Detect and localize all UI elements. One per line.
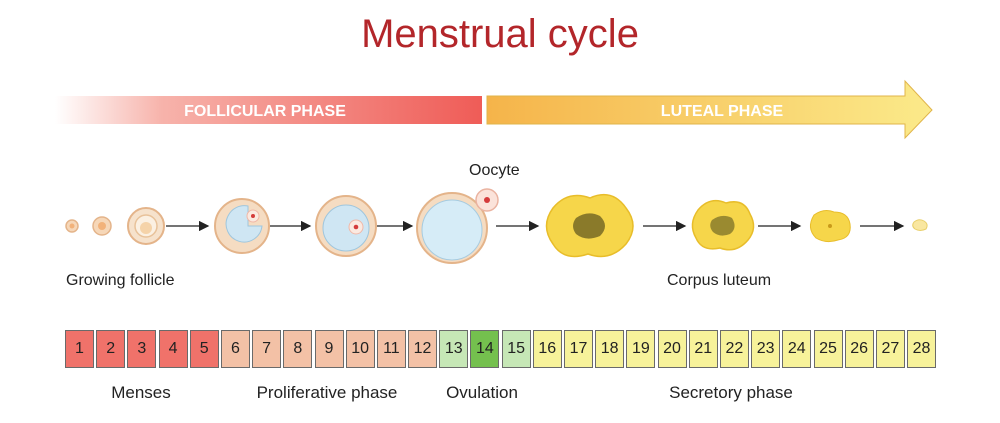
- day-box-17: 17: [564, 330, 593, 368]
- day-box-24: 24: [782, 330, 812, 368]
- antral-follicle-icon: [214, 198, 270, 254]
- regressing-corpus-luteum-icon: [810, 210, 851, 243]
- day-box-14: 14: [470, 330, 500, 368]
- day-box-20: 20: [657, 330, 687, 368]
- corpus-hemorrhagicum-icon: [545, 193, 634, 258]
- day-box-25: 25: [813, 330, 843, 368]
- day-box-27: 27: [875, 330, 905, 368]
- corpus-albicans-icon: [912, 219, 928, 231]
- day-box-18: 18: [595, 330, 625, 368]
- primordial-follicle-icon: [65, 219, 79, 233]
- follicular-phase-label: FOLLICULAR PHASE: [184, 103, 346, 120]
- day-box-16: 16: [532, 330, 562, 368]
- day-box-19: 19: [626, 330, 656, 368]
- primary-follicle-icon: [92, 216, 112, 236]
- day-box-12: 12: [408, 330, 438, 368]
- day-box-4: 4: [158, 330, 188, 368]
- day-box-11: 11: [376, 330, 406, 368]
- day-box-21: 21: [688, 330, 718, 368]
- preovulatory-follicle-icon: [315, 195, 377, 257]
- day-box-7: 7: [252, 330, 282, 368]
- day-box-28: 28: [907, 330, 937, 368]
- luteal-phase-arrow: [486, 79, 933, 140]
- oocyte-icon: [475, 188, 499, 212]
- day-box-13: 13: [439, 330, 469, 368]
- day-box-23: 23: [751, 330, 781, 368]
- day-box-5: 5: [189, 330, 219, 368]
- day-box-15: 15: [501, 330, 531, 368]
- day-box-1: 1: [65, 330, 94, 368]
- ovulation-label: Ovulation: [446, 383, 518, 402]
- corpus-luteum-label: Corpus luteum: [667, 272, 772, 289]
- growing-follicle-label: Growing follicle: [66, 272, 175, 289]
- day-box-10: 10: [345, 330, 375, 368]
- luteal-phase-label: LUTEAL PHASE: [661, 103, 784, 120]
- day-box-8: 8: [283, 330, 313, 368]
- ovulating-follicle-icon: [416, 192, 488, 264]
- proliferative-phase-label: Proliferative phase: [256, 383, 398, 402]
- menses-label: Menses: [111, 383, 171, 402]
- day-box-6: 6: [220, 330, 250, 368]
- phase-arrow-bar: FOLLICULAR PHASE LUTEAL PHASE: [55, 79, 933, 140]
- day-box-9: 9: [314, 330, 344, 368]
- day-box-22: 22: [719, 330, 749, 368]
- corpus-luteum-icon: [691, 199, 755, 251]
- follicular-phase-bar: [55, 96, 482, 124]
- ovarian-cycle-illustration: [65, 188, 928, 264]
- day-box-26: 26: [844, 330, 874, 368]
- secondary-follicle-icon: [127, 207, 165, 245]
- day-box-3: 3: [127, 330, 157, 368]
- secretory-phase-label: Secretory phase: [669, 383, 793, 402]
- day-box-2: 2: [96, 330, 126, 368]
- page-title: Menstrual cycle: [361, 12, 639, 56]
- oocyte-label: Oocyte: [469, 162, 520, 179]
